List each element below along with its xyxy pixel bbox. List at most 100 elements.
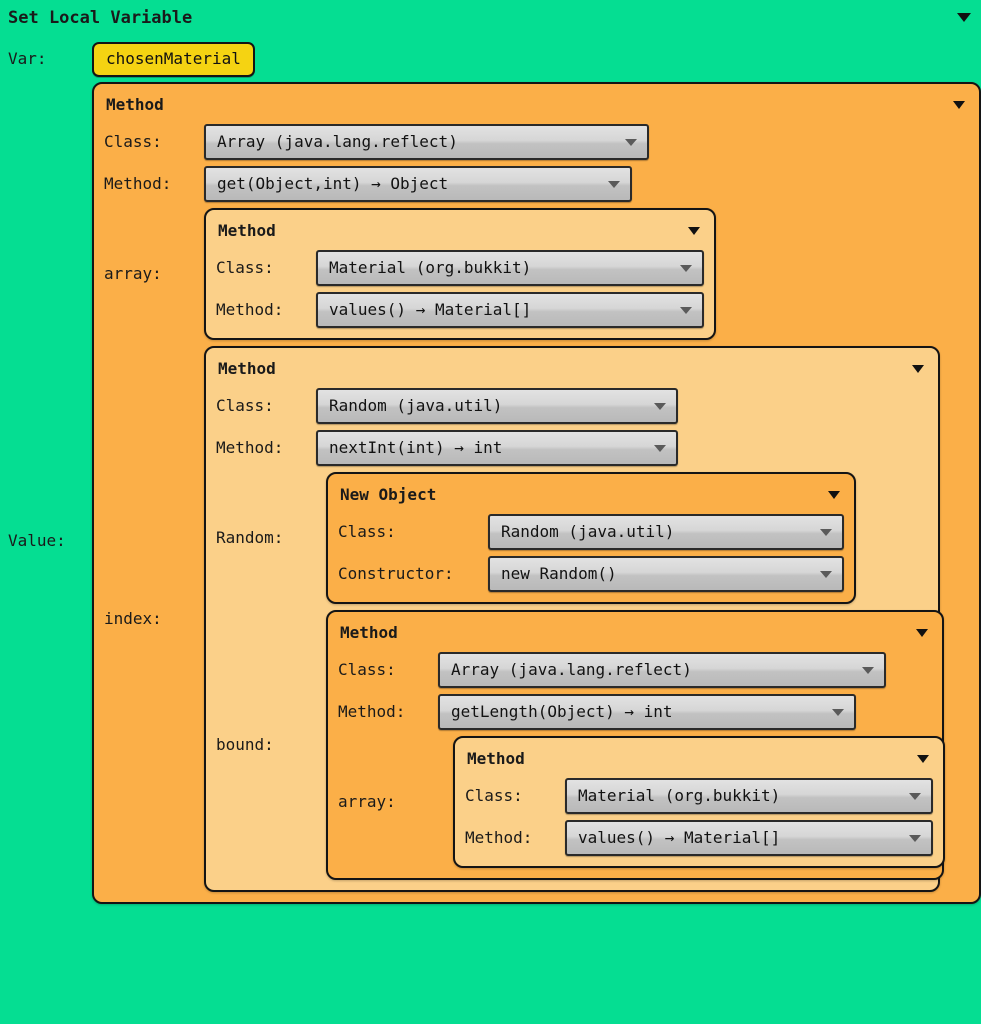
triangle-down-icon[interactable] [957, 13, 971, 22]
chevron-down-icon [862, 667, 874, 674]
triangle-down-icon[interactable] [828, 491, 840, 499]
panel-title: New Object [340, 485, 437, 504]
slot-random-index: Random: New Object Class: R [216, 472, 928, 604]
row-method-bound: Method: getLength(Object) → int [338, 694, 932, 730]
method-select-array[interactable]: values() → Material[] [316, 292, 704, 328]
method-label: Method: [338, 702, 406, 721]
class-label: Class: [338, 522, 396, 541]
triangle-down-icon[interactable] [953, 101, 965, 109]
panel-title: Method [218, 359, 276, 378]
panel-outer-method: Method Class: Array (java.lang.reflect) … [92, 82, 981, 904]
class-select-bound-value: Array (java.lang.reflect) [451, 660, 692, 679]
page-title: Set Local Variable [8, 8, 193, 28]
row-method-array: Method: values() → Material[] [216, 292, 704, 328]
class-label: Class: [104, 132, 162, 151]
chevron-down-icon [680, 307, 692, 314]
chevron-down-icon [654, 403, 666, 410]
row-class-array: Class: Material (org.bukkit) [216, 250, 704, 286]
var-label: Var: [8, 49, 47, 68]
triangle-down-icon[interactable] [688, 227, 700, 235]
method-select-bound-value: getLength(Object) → int [451, 702, 673, 721]
method-select-outer[interactable]: get(Object,int) → Object [204, 166, 632, 202]
random-label: Random: [216, 528, 284, 547]
class-select-new-object[interactable]: Random (java.util) [488, 514, 844, 550]
class-label: Class: [216, 396, 274, 415]
method-select-bound-array-value: values() → Material[] [578, 828, 781, 847]
panel-header-outer-method: Method [104, 92, 969, 118]
row-class-new-object: Class: Random (java.util) [338, 514, 844, 550]
class-select-index-value: Random (java.util) [329, 396, 503, 415]
index-label: index: [104, 609, 162, 628]
method-select-outer-value: get(Object,int) → Object [217, 174, 449, 193]
panel-header-new-object: New Object [338, 482, 844, 508]
panel-header-index-method: Method [216, 356, 928, 382]
chevron-down-icon [820, 571, 832, 578]
value-label: Value: [8, 531, 66, 550]
slot-bound-index: bound: Method Class: Array [216, 610, 945, 880]
triangle-down-icon[interactable] [917, 755, 929, 763]
row-method-bound-array: Method: values() → Material[] [465, 820, 933, 856]
method-select-bound[interactable]: getLength(Object) → int [438, 694, 856, 730]
array-label: array: [104, 264, 162, 283]
row-class-bound-array: Class: Material (org.bukkit) [465, 778, 933, 814]
method-label: Method: [465, 828, 533, 847]
slot-array-outer: array: Method Class: Material (org.bukki… [104, 208, 969, 340]
slot-array-bound: array: Method Clas [338, 736, 945, 868]
class-select-bound-array[interactable]: Material (org.bukkit) [565, 778, 933, 814]
chevron-down-icon [820, 529, 832, 536]
row-constructor-new-object: Constructor: new Random() [338, 556, 844, 592]
constructor-label: Constructor: [338, 564, 454, 583]
chevron-down-icon [909, 835, 921, 842]
class-select-array-value: Material (org.bukkit) [329, 258, 532, 277]
panel-header-bound-method: Method [338, 620, 932, 646]
chevron-down-icon [832, 709, 844, 716]
panel-header-bound-array-method: Method [465, 746, 933, 772]
row-method-outer: Method: get(Object,int) → Object [104, 166, 969, 202]
class-select-new-object-value: Random (java.util) [501, 522, 675, 541]
panel-title: Method [467, 749, 525, 768]
var-row: Var: chosenMaterial [0, 36, 981, 82]
class-select-outer[interactable]: Array (java.lang.reflect) [204, 124, 649, 160]
root-header: Set Local Variable [0, 0, 981, 36]
chevron-down-icon [625, 139, 637, 146]
panel-header-array-method: Method [216, 218, 704, 244]
class-select-bound[interactable]: Array (java.lang.reflect) [438, 652, 886, 688]
triangle-down-icon[interactable] [916, 629, 928, 637]
row-class-outer: Class: Array (java.lang.reflect) [104, 124, 969, 160]
method-label: Method: [216, 300, 284, 319]
panel-title: Method [340, 623, 398, 642]
row-class-bound: Class: Array (java.lang.reflect) [338, 652, 932, 688]
panel-title: Method [106, 95, 164, 114]
constructor-select-new-object-value: new Random() [501, 564, 617, 583]
class-select-bound-array-value: Material (org.bukkit) [578, 786, 781, 805]
chevron-down-icon [680, 265, 692, 272]
variable-name-input[interactable]: chosenMaterial [92, 41, 255, 77]
panel-title: Method [218, 221, 276, 240]
panel-index-method: Method Class: Random (java.util) Method: [204, 346, 945, 892]
chevron-down-icon [654, 445, 666, 452]
chevron-down-icon [909, 793, 921, 800]
constructor-select-new-object[interactable]: new Random() [488, 556, 844, 592]
method-select-bound-array[interactable]: values() → Material[] [565, 820, 933, 856]
array-label: array: [338, 792, 396, 811]
class-label: Class: [338, 660, 396, 679]
panel-array-method: Method Class: Material (org.bukkit) Meth… [204, 208, 716, 340]
method-select-array-value: values() → Material[] [329, 300, 532, 319]
class-label: Class: [216, 258, 274, 277]
class-select-array[interactable]: Material (org.bukkit) [316, 250, 704, 286]
triangle-down-icon[interactable] [912, 365, 924, 373]
method-label: Method: [216, 438, 284, 457]
class-select-outer-value: Array (java.lang.reflect) [217, 132, 458, 151]
row-class-index: Class: Random (java.util) [216, 388, 928, 424]
method-select-index[interactable]: nextInt(int) → int [316, 430, 678, 466]
value-row: Value: Method Class: Array (java.lang.re… [0, 82, 981, 904]
panel-bound-method: Method Class: Array (java.lang.reflect) [326, 610, 945, 880]
method-label: Method: [104, 174, 172, 193]
class-label: Class: [465, 786, 523, 805]
chevron-down-icon [608, 181, 620, 188]
class-select-index[interactable]: Random (java.util) [316, 388, 678, 424]
bound-label: bound: [216, 735, 274, 754]
method-select-index-value: nextInt(int) → int [329, 438, 503, 457]
slot-index-outer: index: Method Class: Random (java.util) [104, 346, 969, 892]
panel-random-new-object: New Object Class: Random (java.util) [326, 472, 856, 604]
